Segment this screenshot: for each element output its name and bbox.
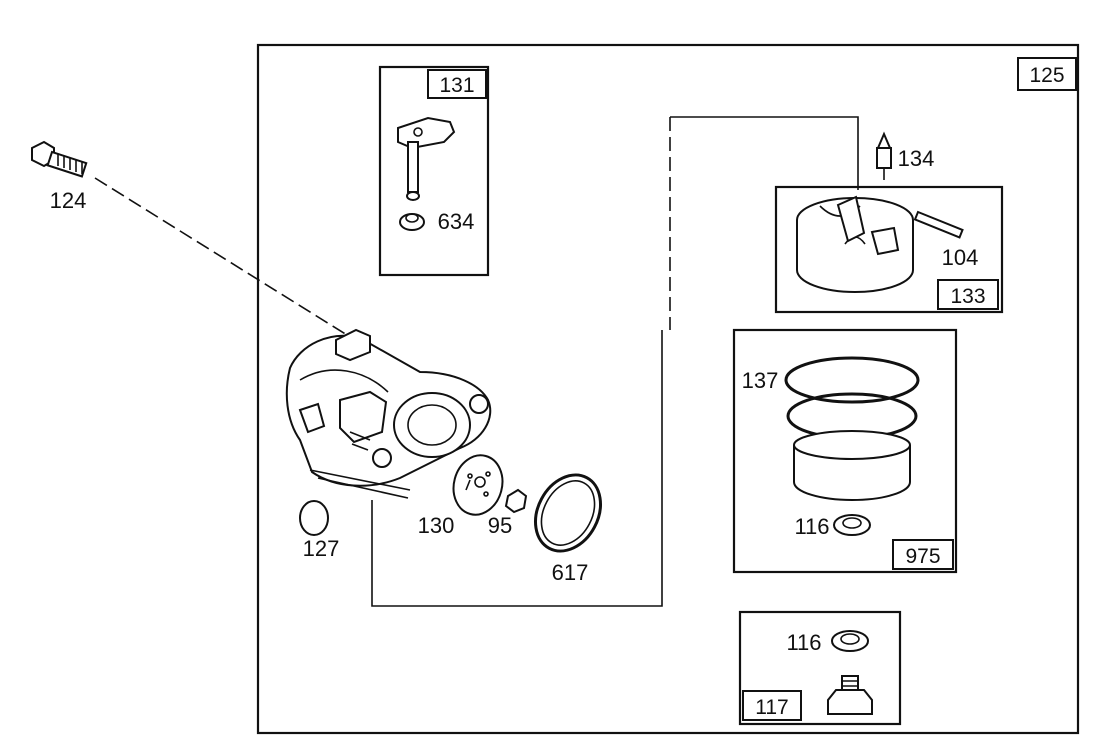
part-label-127: 127 [303, 536, 340, 561]
part-label-975: 975 [905, 545, 940, 568]
screw-icon [31, 140, 88, 178]
part-label-124: 124 [50, 188, 87, 213]
carburetor-icon [285, 328, 492, 499]
part-label-131: 131 [439, 74, 474, 97]
part-label-117: 117 [755, 696, 788, 719]
part-label-634: 634 [438, 209, 475, 234]
label-box-133: 133 [937, 279, 999, 310]
part-label-104: 104 [942, 245, 979, 270]
washer-lower-icon [831, 630, 869, 652]
pin-icon [913, 210, 964, 239]
main-assembly-frame [256, 43, 1080, 735]
part-label-137: 137 [742, 368, 779, 393]
needle-icon [876, 131, 892, 180]
washer-icon [833, 514, 871, 536]
label-box-125: 125 [1017, 57, 1077, 91]
label-box-975: 975 [892, 539, 954, 570]
label-box-117: 117 [742, 690, 802, 721]
plug-icon [827, 675, 873, 715]
bowl-icon [784, 356, 920, 501]
part-label-133: 133 [950, 285, 985, 308]
o-ring-large-icon [534, 473, 602, 553]
part-label-130: 130 [418, 513, 455, 538]
part-label-95: 95 [488, 513, 512, 538]
screw-leader [94, 177, 356, 341]
choke-kit-box [378, 65, 490, 277]
bottom-routing-line [371, 330, 663, 607]
part-label-116-lower: 116 [786, 630, 821, 655]
label-box-131: 131 [427, 69, 487, 99]
plug-kit-box [738, 610, 902, 726]
gasket-plate-icon [452, 454, 504, 516]
part-label-617: 617 [552, 560, 589, 585]
o-ring-small-icon [299, 500, 329, 536]
float-icon [796, 195, 914, 293]
seal-icon [399, 213, 425, 231]
float-kit-box [774, 185, 1004, 314]
jet-icon [504, 488, 528, 514]
part-label-125: 125 [1029, 64, 1064, 87]
part-label-116-upper: 116 [794, 514, 829, 539]
choke-lever-icon [397, 116, 456, 201]
bowl-routing-line [670, 116, 859, 190]
bowl-kit-box [732, 328, 958, 574]
part-label-134: 134 [898, 146, 935, 171]
